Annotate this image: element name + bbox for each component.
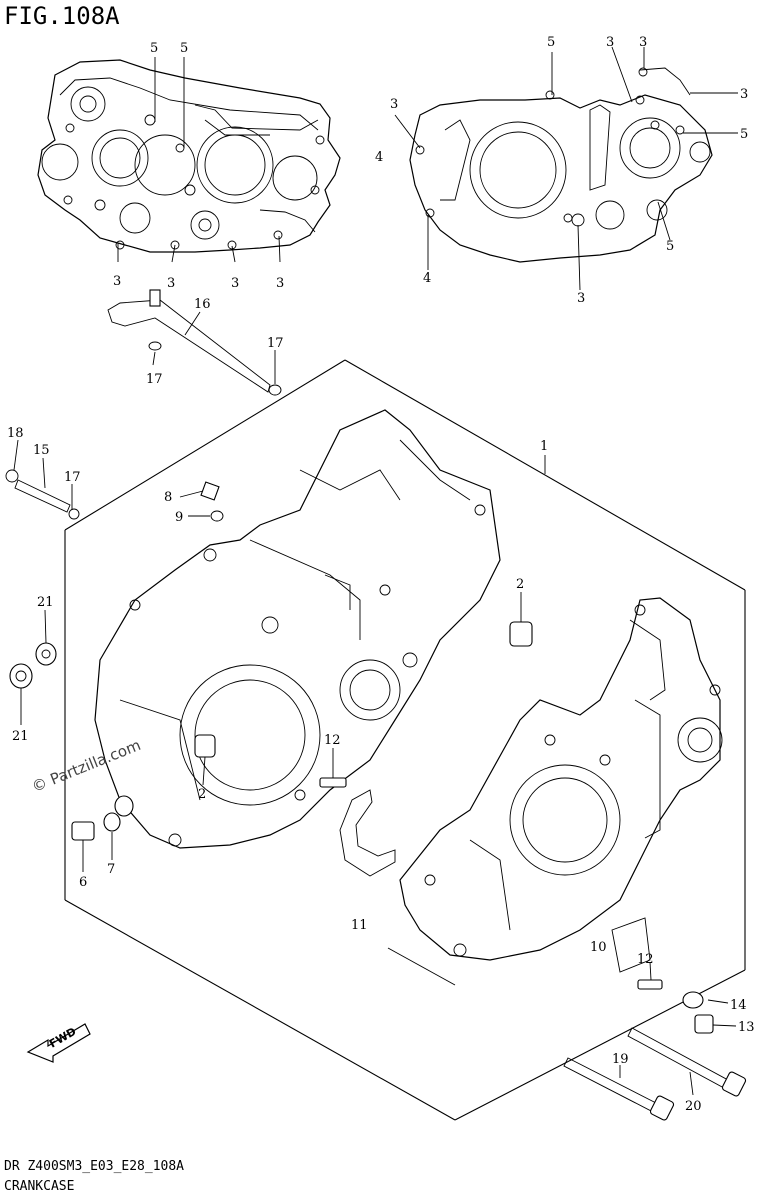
callout-5: 5 bbox=[740, 127, 748, 142]
callout-7: 7 bbox=[107, 862, 115, 877]
fwd-label: FWD bbox=[47, 1025, 78, 1051]
callout-14: 14 bbox=[730, 998, 747, 1013]
callout-5: 5 bbox=[150, 41, 158, 56]
callout-5: 5 bbox=[666, 239, 674, 254]
right-crankcase-half bbox=[399, 597, 723, 961]
callout-3: 3 bbox=[113, 274, 121, 289]
part-8-9-fitting bbox=[200, 481, 224, 522]
callout-3: 3 bbox=[639, 35, 647, 50]
leader-lines bbox=[13, 311, 737, 1096]
callout-20: 20 bbox=[685, 1099, 702, 1114]
callout-12: 12 bbox=[324, 733, 341, 748]
callout-8: 8 bbox=[164, 490, 172, 505]
callout-6: 6 bbox=[79, 875, 87, 890]
callout-2: 2 bbox=[516, 577, 524, 592]
left-crankcase-half bbox=[94, 409, 501, 849]
callout-18: 18 bbox=[7, 426, 24, 441]
callout-3: 3 bbox=[577, 291, 585, 306]
callout-1: 1 bbox=[540, 439, 548, 454]
callout-4: 4 bbox=[423, 271, 431, 286]
exploded-view-frame bbox=[64, 359, 746, 1121]
callout-17: 17 bbox=[267, 336, 284, 351]
callout-3: 3 bbox=[167, 276, 175, 291]
part-16-tube bbox=[107, 289, 282, 396]
part-10-plate bbox=[611, 917, 651, 973]
part-2-dowel-pin bbox=[194, 621, 533, 758]
right-crankcase-reference-view bbox=[394, 46, 738, 291]
part-15-dowel bbox=[5, 469, 80, 520]
callout-numbers: 5 5 3 3 3 3 5 3 3 3 5 3 4 4 3 5 16 17 17… bbox=[7, 35, 755, 1114]
part-12-bolts bbox=[319, 777, 663, 990]
figure-title: FIG.108A bbox=[4, 2, 120, 30]
callout-15: 15 bbox=[33, 443, 50, 458]
callout-13: 13 bbox=[738, 1020, 755, 1035]
callout-21: 21 bbox=[12, 729, 29, 744]
callout-9: 9 bbox=[175, 510, 183, 525]
callout-3: 3 bbox=[231, 276, 239, 291]
part-13-14-drain-bolt bbox=[682, 991, 714, 1034]
part-19-20-bolts bbox=[563, 1027, 747, 1121]
callout-16: 16 bbox=[194, 297, 211, 312]
callout-5: 5 bbox=[547, 35, 555, 50]
callout-2: 2 bbox=[198, 787, 206, 802]
callout-3: 3 bbox=[390, 97, 398, 112]
callout-3: 3 bbox=[740, 87, 748, 102]
callout-17: 17 bbox=[146, 372, 163, 387]
footer-diagram-code: DR Z400SM3_E03_E28_108A bbox=[4, 1159, 185, 1174]
callout-21: 21 bbox=[37, 595, 54, 610]
part-21-washers bbox=[9, 642, 57, 689]
callout-12: 12 bbox=[637, 952, 654, 967]
part-11-pipe bbox=[339, 789, 396, 877]
callout-11: 11 bbox=[351, 918, 368, 933]
callout-10: 10 bbox=[590, 940, 607, 955]
callout-4: 4 bbox=[375, 150, 383, 165]
callout-3: 3 bbox=[606, 35, 614, 50]
callout-5: 5 bbox=[180, 41, 188, 56]
callout-3: 3 bbox=[276, 276, 284, 291]
part-6-7-plug bbox=[71, 795, 134, 841]
left-crankcase-reference-view bbox=[37, 57, 341, 263]
footer-section-name: CRANKCASE bbox=[4, 1179, 75, 1194]
callout-17: 17 bbox=[64, 470, 81, 485]
fwd-arrow-icon bbox=[26, 1023, 91, 1063]
callout-19: 19 bbox=[612, 1052, 629, 1067]
